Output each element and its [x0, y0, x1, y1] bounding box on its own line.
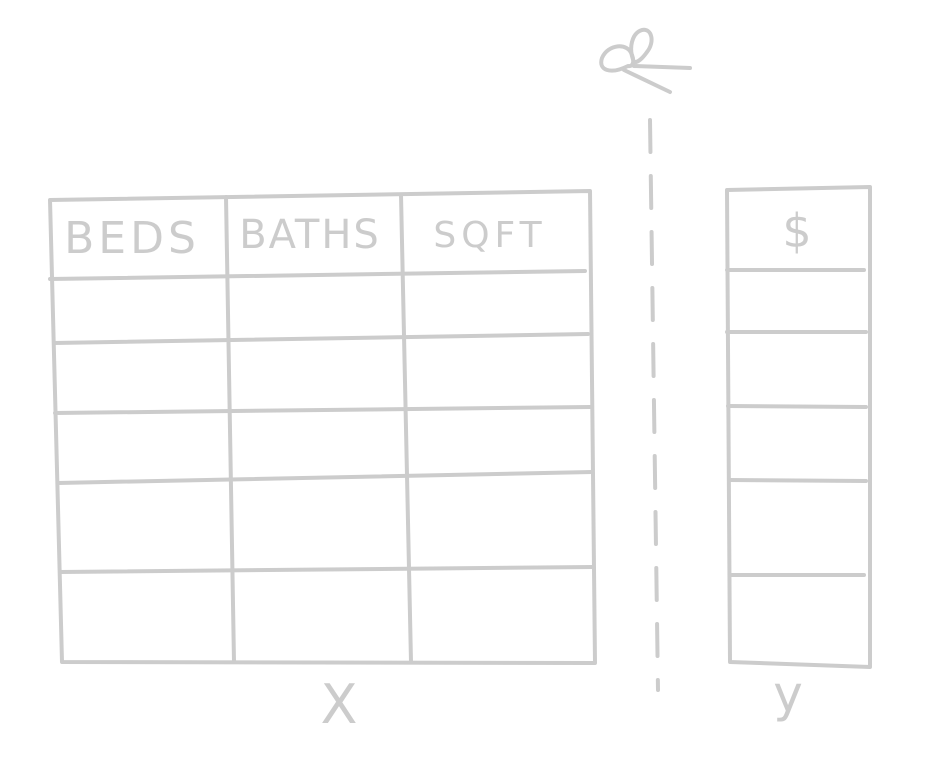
scissors-icon [599, 27, 692, 94]
feature-table-frame [48, 189, 597, 665]
feature-table: BEDS BATHS SQFT X [48, 189, 597, 736]
feature-header-separator [48, 269, 587, 281]
feature-column-divider [224, 195, 236, 664]
target-row-divider [727, 478, 868, 483]
feature-row-divider [56, 470, 594, 485]
header-beds: BEDS [64, 213, 200, 264]
dashed-cut-line [648, 118, 660, 692]
target-table: $ y [725, 185, 872, 723]
feature-row-divider [53, 405, 592, 415]
header-price: $ [782, 204, 811, 258]
header-baths: BATHS [239, 212, 381, 258]
split-marker [599, 27, 692, 692]
feature-column-divider [399, 193, 413, 664]
feature-row-divider [58, 565, 595, 574]
target-table-label: y [773, 665, 803, 723]
header-sqft: SQFT [433, 215, 546, 256]
feature-table-label: X [321, 673, 358, 736]
feature-row-divider [52, 332, 590, 345]
target-table-frame [725, 185, 872, 669]
target-row-divider [726, 404, 868, 409]
